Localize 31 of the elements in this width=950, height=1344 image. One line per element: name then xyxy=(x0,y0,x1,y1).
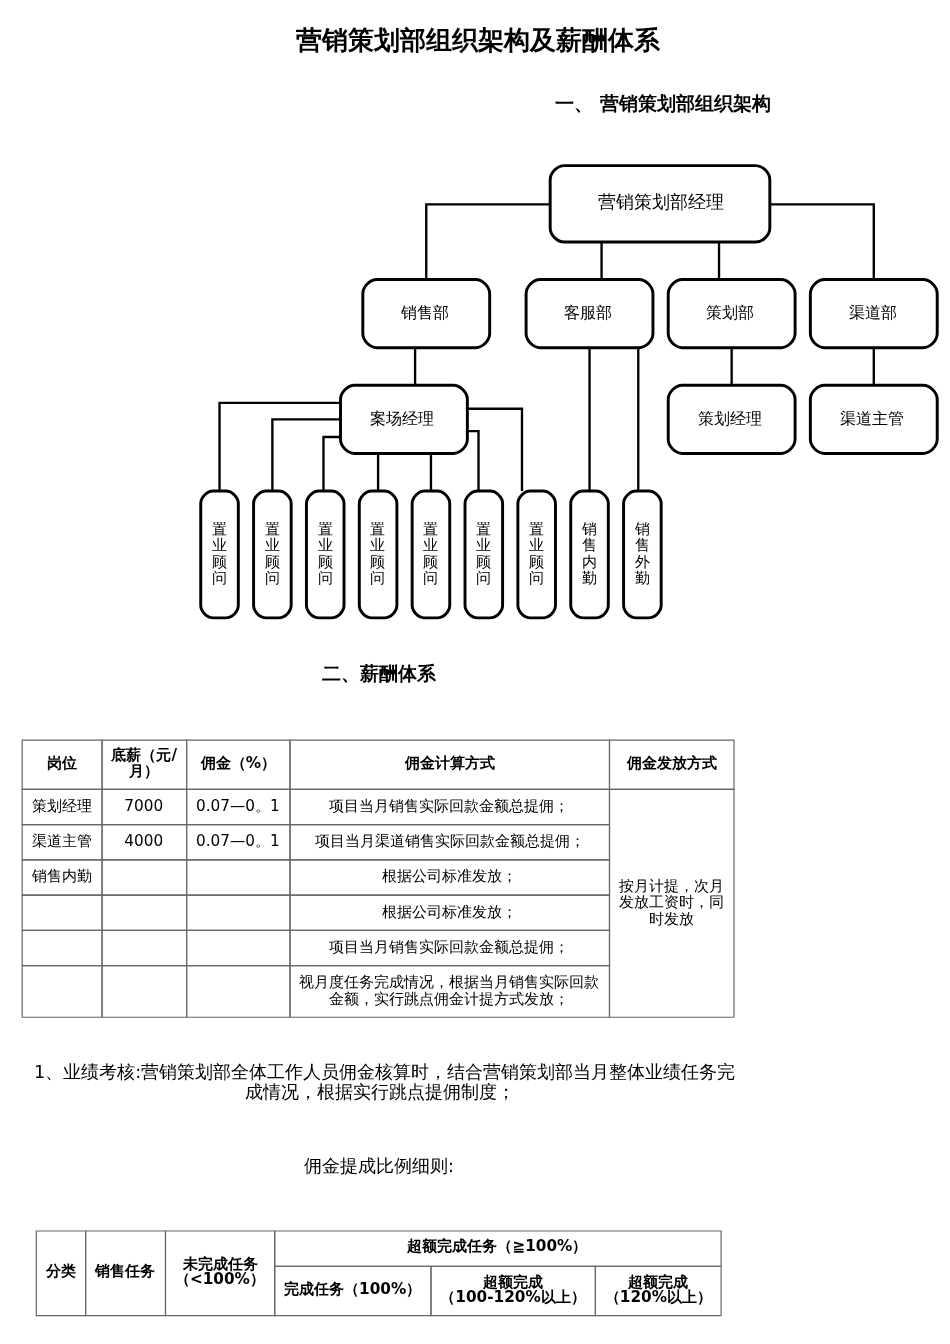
label: 岗位 xyxy=(46,753,77,772)
label: 1、业绩考核:营销策划部全体工作人员佣金核算时，结合营销策划部当月整体业绩任务完成情况，根据实行跳点提佣制度； xyxy=(33,1061,736,1102)
label: 佣金计算方式 xyxy=(404,753,495,772)
label: 渠道主管 xyxy=(31,831,92,850)
label: 根据公司标准发放； xyxy=(382,902,518,921)
label: 视月度任务完成情况，根据当月销售实际回款金额，实行跳点佣金计提方式发放； xyxy=(299,972,600,1008)
label: 7000 xyxy=(124,796,164,815)
label: 0.07—0。1 xyxy=(196,831,280,850)
diagram-title: 营销策划部组织架构及薪酬体系 xyxy=(295,24,660,55)
label: 项目当月销售实际回款金额总提佣； xyxy=(329,796,570,815)
label: 项目当月销售实际回款金额总提佣； xyxy=(329,937,570,956)
label: 底薪（元/月） xyxy=(111,745,178,780)
label: 按月计提，次月发放工资时，同时发放 xyxy=(618,876,724,928)
label: 销售任务 xyxy=(95,1261,156,1280)
label: 销售内勤 xyxy=(31,866,92,885)
label: 分类 xyxy=(45,1261,76,1280)
label: 完成任务（100%） xyxy=(284,1279,422,1298)
label: 0.07—0。1 xyxy=(196,796,280,815)
label: 二、薪酬体系 xyxy=(322,662,437,684)
label: 未完成任务（<100%） xyxy=(174,1254,265,1288)
label: 4000 xyxy=(124,831,164,850)
label: 佣金（%） xyxy=(200,753,277,772)
label: 一、 营销策划部组织架构 xyxy=(555,92,772,114)
label: 根据公司标准发放； xyxy=(382,866,518,885)
label: 超额完成（100-120%以上） xyxy=(440,1272,586,1306)
label: 项目当月渠道销售实际回款金额总提佣； xyxy=(314,831,585,850)
label: 超额完成任务（≧100%） xyxy=(407,1236,588,1255)
label: 佣金发放方式 xyxy=(626,753,717,772)
label: 超额完成（120%以上） xyxy=(604,1272,712,1306)
label: 佣金提成比例细则: xyxy=(304,1155,455,1176)
label: 策划经理 xyxy=(31,796,92,815)
